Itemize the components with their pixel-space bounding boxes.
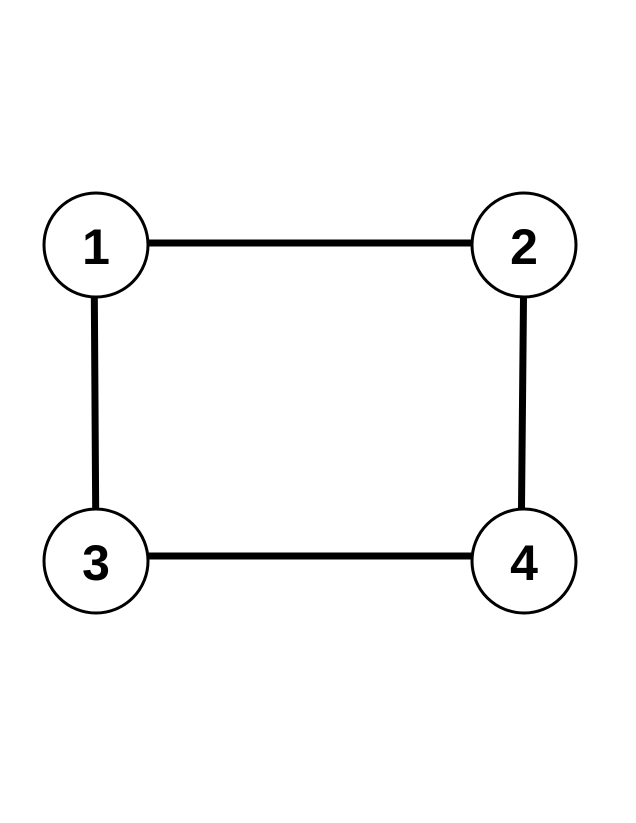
node-4-circle xyxy=(470,507,578,615)
node-3-label: 3 xyxy=(82,535,110,591)
node-1-label: 1 xyxy=(82,219,110,275)
node-1-circle xyxy=(42,191,150,299)
node-1: 1 xyxy=(42,191,150,299)
node-3-circle xyxy=(42,507,150,615)
node-4: 4 xyxy=(470,507,578,615)
node-2: 2 xyxy=(470,191,578,299)
node-4-label: 4 xyxy=(510,535,538,591)
node-2-label: 2 xyxy=(510,219,538,275)
node-3: 3 xyxy=(42,507,150,615)
node-2-circle xyxy=(470,191,578,299)
